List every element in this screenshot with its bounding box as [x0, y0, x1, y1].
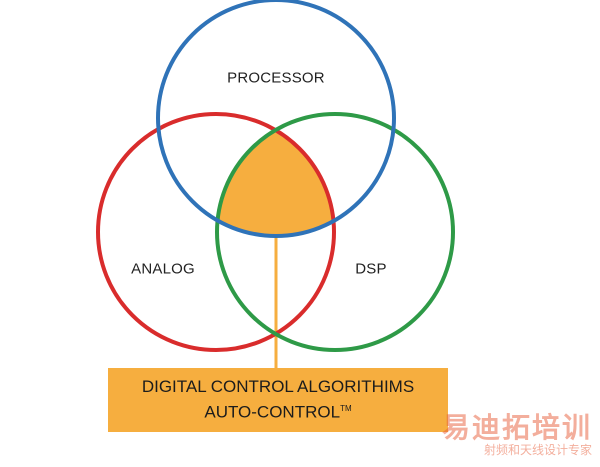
callout-line-1: DIGITAL CONTROL ALGORITHIMS: [141, 377, 415, 397]
callout-line-2-text: AUTO-CONTROL: [204, 402, 341, 422]
processor-circle: [156, 0, 396, 238]
analog-circle: [96, 112, 336, 352]
watermark-main-text: 易迪拓培训: [441, 411, 592, 444]
callout-line-2: AUTO-CONTROLTM: [204, 398, 351, 424]
processor-label: PROCESSOR: [227, 69, 325, 87]
watermark: 易迪拓培训 射频和天线设计专家: [424, 406, 594, 458]
dsp-circle: [215, 112, 455, 352]
watermark-sub-text: 射频和天线设计专家: [483, 443, 592, 457]
analog-label: ANALOG: [131, 260, 195, 278]
callout-box: DIGITAL CONTROL ALGORITHIMS AUTO-CONTROL…: [108, 368, 448, 432]
dsp-label: DSP: [355, 260, 387, 278]
trademark-mark: TM: [340, 404, 352, 414]
triple-intersection: [217, 114, 334, 236]
